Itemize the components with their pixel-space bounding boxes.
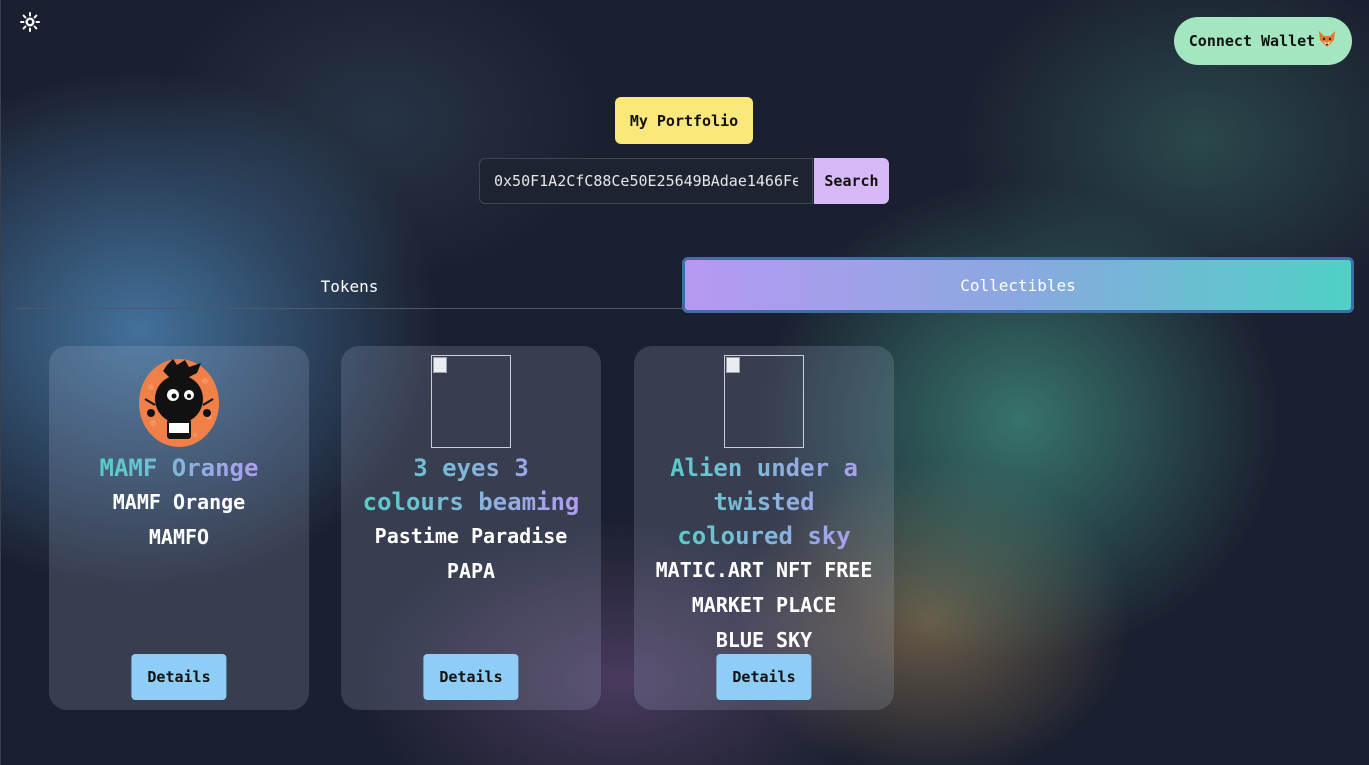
collectible-title: MAMF Orange (94, 451, 265, 485)
tab-bar: Tokens Collectibles (17, 257, 1354, 313)
nft-image (431, 355, 511, 448)
details-button[interactable]: Details (423, 654, 519, 700)
collectible-symbol: PAPA (446, 559, 496, 583)
tab-collectibles[interactable]: Collectibles (682, 257, 1354, 313)
collectible-collection-name: MAMF Orange (112, 490, 246, 514)
connect-wallet-label: Connect Wallet (1188, 32, 1316, 50)
fox-icon (1317, 29, 1337, 53)
nft-image (139, 355, 219, 448)
broken-image-icon (431, 355, 511, 448)
search-button[interactable]: Search (814, 158, 889, 204)
connect-wallet-button[interactable]: Connect Wallet (1174, 17, 1352, 65)
nft-image (724, 355, 804, 448)
details-button[interactable]: Details (716, 654, 812, 700)
details-button[interactable]: Details (131, 654, 227, 700)
collectible-title: 3 eyes 3 colours beaming (351, 451, 591, 519)
collectible-collection-name: MATIC.ART NFT FREE MARKET PLACE (655, 558, 873, 617)
my-portfolio-button[interactable]: My Portfolio (615, 97, 753, 144)
collectible-card: 3 eyes 3 colours beaming Pastime Paradis… (341, 346, 601, 710)
collectible-card: MAMF Orange MAMF Orange MAMFO Details (49, 346, 309, 710)
collectible-card: Alien under a twisted coloured sky MATIC… (634, 346, 894, 710)
broken-image-icon (724, 355, 804, 448)
collectible-title: Alien under a twisted coloured sky (649, 451, 879, 553)
collectible-symbol: MAMFO (148, 525, 210, 549)
wallet-address-input[interactable] (479, 158, 813, 204)
collectible-symbol: BLUE SKY (715, 628, 813, 652)
tab-tokens[interactable]: Tokens (320, 276, 379, 296)
sun-icon[interactable] (18, 10, 42, 34)
collectible-collection-name: Pastime Paradise (374, 524, 568, 548)
nft-avatar-image (139, 358, 219, 447)
